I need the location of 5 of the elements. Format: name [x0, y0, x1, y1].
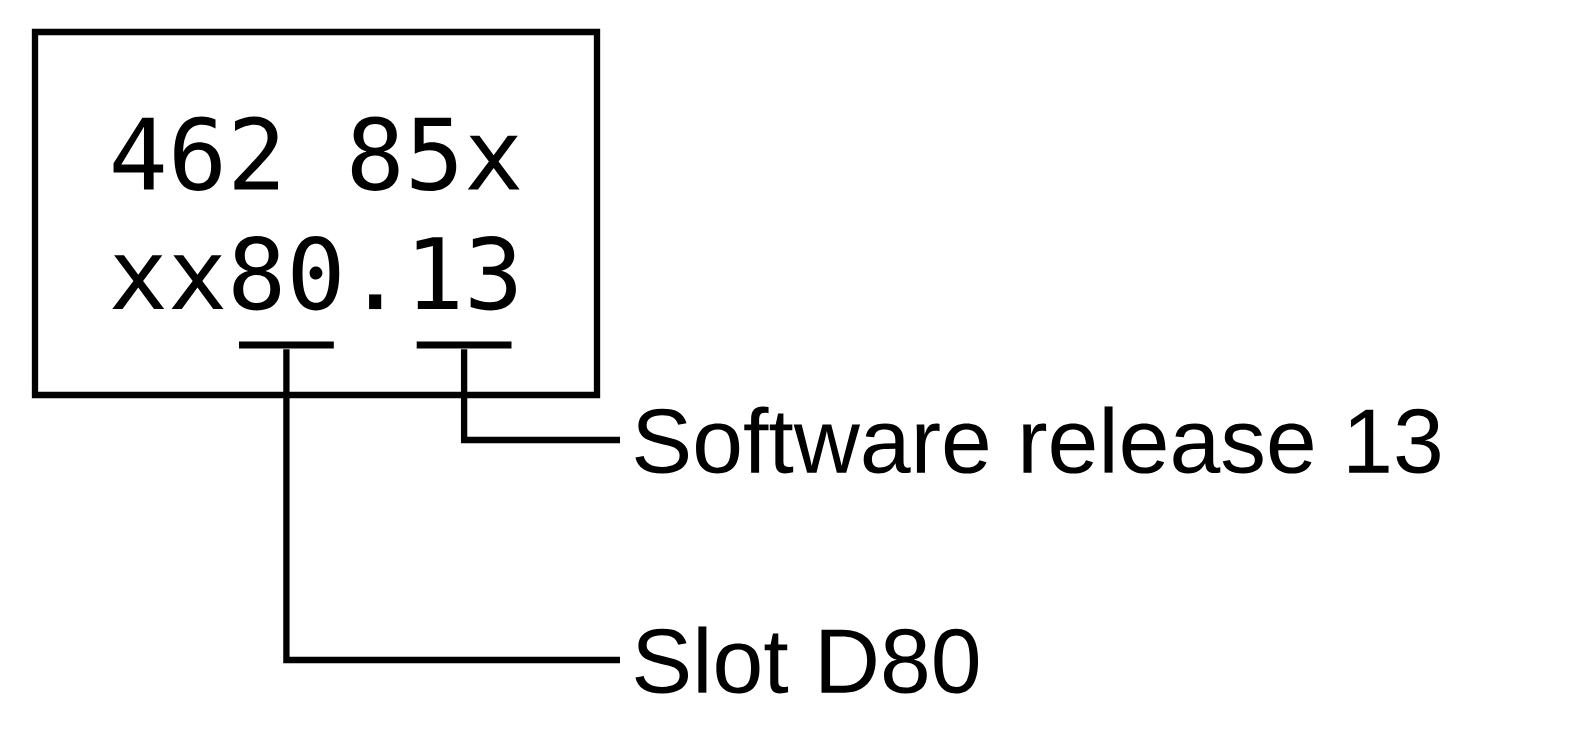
callout-text: Slot D80: [635, 626, 979, 694]
callout-text: Software release 13: [635, 406, 1440, 474]
label-box: 462 85x xx80.13: [31, 28, 601, 399]
bracket-bar: [416, 341, 512, 349]
bracket-bar: [239, 341, 334, 349]
